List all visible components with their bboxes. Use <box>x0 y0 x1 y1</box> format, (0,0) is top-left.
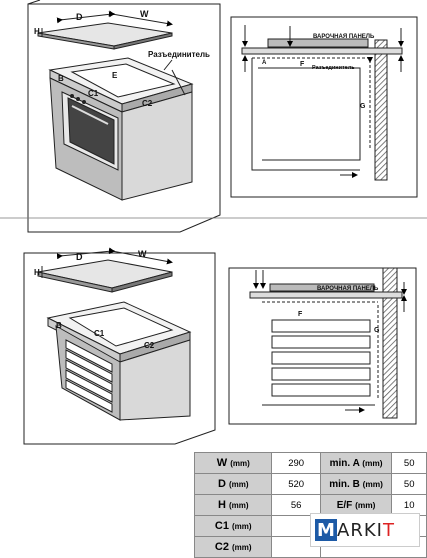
top-section-separator-label: Разъединитель <box>312 65 355 71</box>
row-unit: (mm) <box>232 522 252 531</box>
row-value: 520 <box>271 473 321 495</box>
logo-text: ARKI <box>337 519 383 541</box>
top-label-separator: Разъединитель <box>148 50 210 59</box>
bottom-label-w: W <box>138 249 147 259</box>
top-section-label-f: F <box>300 61 305 68</box>
top-section-view <box>230 16 418 198</box>
row-key2: min. B <box>329 478 360 490</box>
bottom-label-d: D <box>76 252 83 262</box>
logo-mark: M <box>315 519 337 541</box>
row-unit: (mm) <box>362 478 383 489</box>
table-row: W (mm) 290 min. A (mm) 50 <box>193 452 427 474</box>
bottom-section-panel-label: ВАРОЧНАЯ ПАНЕЛЬ <box>317 286 379 292</box>
top-label-h: H <box>34 27 40 36</box>
row-key2: E/F <box>336 499 353 511</box>
row-key: D <box>217 478 226 490</box>
bottom-label-h: H <box>34 268 40 277</box>
top-label-d: D <box>76 12 83 22</box>
bottom-label-c2: C2 <box>144 341 155 350</box>
row-value: 290 <box>271 452 321 474</box>
bottom-label-b: B <box>56 321 62 330</box>
bottom-section-view <box>228 267 417 425</box>
table-row: H (mm) 56 E/F (mm) 10 <box>193 494 427 516</box>
row-key: W <box>216 457 228 469</box>
bottom-section-label-g: G <box>374 327 380 334</box>
row-unit: (mm) <box>355 499 376 510</box>
logo-text-accent: T <box>382 519 394 541</box>
bottom-cabinet-illustration <box>23 247 216 445</box>
top-label-e: E <box>112 71 118 80</box>
markit-logo: M ARKI T <box>310 513 420 547</box>
row-key: C2 <box>214 541 229 553</box>
separator-pointer <box>163 59 173 71</box>
row-key: C1 <box>214 520 229 532</box>
row-unit: (mm) <box>230 459 250 468</box>
row-unit: (mm) <box>228 501 249 510</box>
row-unit: (mm) <box>232 543 252 552</box>
table-row: D (mm) 520 min. B (mm) 50 <box>193 473 427 495</box>
bottom-section-label-f: F <box>298 311 303 318</box>
top-label-c1: C1 <box>88 89 99 98</box>
row-value2: 50 <box>391 452 427 474</box>
top-section-panel-label: ВАРОЧНАЯ ПАНЕЛЬ <box>313 34 375 40</box>
row-value2: 50 <box>391 473 427 495</box>
row-key: H <box>217 499 226 511</box>
row-unit: (mm) <box>362 457 383 468</box>
top-section-label-a: A <box>262 60 267 66</box>
top-label-b: B <box>58 74 64 83</box>
bottom-label-c1: C1 <box>94 329 105 338</box>
top-label-w: W <box>140 9 149 19</box>
top-cabinet-illustration <box>27 0 221 233</box>
row-key2: min. A <box>329 457 360 469</box>
row-unit: (mm) <box>228 480 249 489</box>
top-label-c2: C2 <box>142 99 153 108</box>
top-section-label-g: G <box>360 103 366 110</box>
